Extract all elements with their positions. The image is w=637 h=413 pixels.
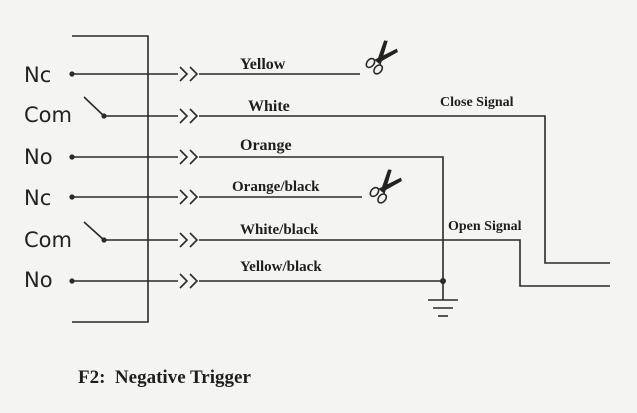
double-chevron-connector-icon (179, 66, 199, 82)
double-chevron-connector-icon (179, 149, 199, 165)
terminal-label-no-1: No (24, 145, 53, 169)
switch-arm-1 (83, 96, 105, 117)
terminal-label-com-2: Com (24, 228, 72, 252)
wire-label-yellow-black: Yellow/black (240, 259, 322, 275)
double-chevron-connector-icon (179, 189, 199, 205)
terminal-label-nc-1: Nc (24, 63, 51, 87)
figure-caption: F2: Negative Trigger (78, 367, 251, 388)
double-chevron-connector-icon (179, 273, 199, 289)
wire-label-orange: Orange (240, 137, 292, 154)
open-signal-label: Open Signal (448, 219, 522, 234)
close-signal-label: Close Signal (440, 95, 514, 110)
terminal-label-no-2: No (24, 268, 53, 292)
terminal-label-com-1: Com (24, 103, 72, 127)
double-chevron-connector-icon (179, 232, 199, 248)
switch-arm-2 (83, 221, 105, 241)
double-chevron-connector-icon (179, 108, 199, 124)
terminal-label-nc-2: Nc (24, 186, 51, 210)
wire-white-black (199, 239, 610, 287)
scissors-icon (369, 169, 402, 204)
ground-icon (428, 281, 458, 317)
wire-label-yellow: Yellow (240, 56, 286, 73)
wire-white (199, 115, 610, 264)
wire-label-white-black: White/black (240, 222, 319, 238)
wire-label-white: White (248, 98, 290, 115)
relay-housing (72, 35, 149, 323)
wire-label-orange-black: Orange/black (232, 179, 320, 195)
scissors-icon (365, 40, 398, 75)
